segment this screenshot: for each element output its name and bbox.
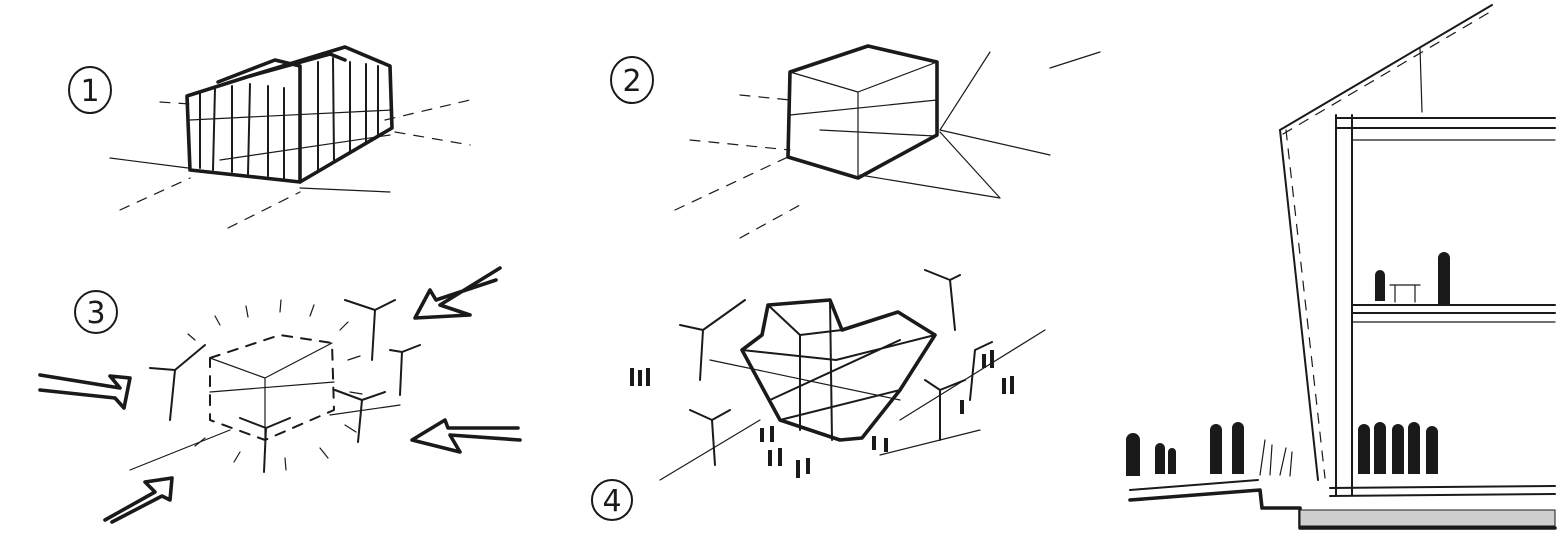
roof-line (1279, 4, 1493, 131)
step-4-number: 4 (602, 484, 621, 519)
people-outside (1126, 422, 1244, 476)
box-outline (786, 44, 939, 180)
ground-line (1128, 488, 1557, 530)
step-1-sketch: 1 (68, 45, 471, 229)
step-2-sketch: 2 (610, 44, 1101, 239)
step-2-number: 2 (622, 64, 641, 99)
arrow-southwest (103, 476, 174, 524)
arrow-east (410, 418, 522, 454)
facade-line (1279, 129, 1319, 481)
arrow-northeast (413, 266, 502, 320)
pavilion-outline (740, 298, 937, 442)
step-4-sketch: 4 (591, 269, 1046, 521)
foundation-hatch (1299, 509, 1556, 527)
roof-slab (1335, 117, 1556, 129)
step-1-number: 1 (80, 74, 99, 109)
arrow-west (38, 373, 132, 410)
step-2-circle (610, 56, 654, 104)
desk (1389, 284, 1421, 303)
tree-sketches (149, 299, 421, 473)
planting (1259, 439, 1293, 477)
step-3-circle (74, 290, 118, 334)
step-1-circle (68, 66, 112, 114)
column (1335, 114, 1353, 496)
dashed-box (209, 334, 335, 441)
building-section (1126, 4, 1557, 530)
people-inside (1358, 422, 1438, 474)
step-3-sketch: 3 (38, 266, 522, 524)
people-upper-floor (1375, 252, 1450, 304)
people-silhouettes-4 (630, 350, 1014, 478)
tree-sketches-4 (679, 269, 993, 466)
step-4-circle (591, 479, 633, 521)
step-3-number: 3 (86, 296, 105, 331)
upper-floor-slab (1351, 304, 1556, 314)
